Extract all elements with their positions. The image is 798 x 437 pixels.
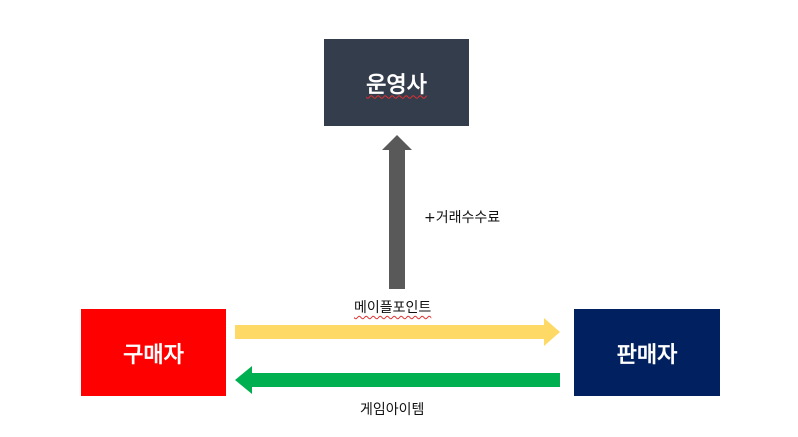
operator-label: 운영사 [366, 72, 427, 98]
seller-label: 판매자 [616, 342, 678, 368]
buyer-node: 구매자 [81, 309, 226, 396]
points-arrow [235, 318, 560, 346]
fee-label: +거래수수료 [424, 210, 501, 226]
seller-node: 판매자 [574, 309, 720, 396]
buyer-label: 구매자 [123, 342, 184, 368]
fee-arrow [382, 135, 412, 289]
operator-node: 운영사 [324, 39, 469, 126]
items-label: 게임아이템 [360, 402, 425, 418]
points-label: 메이플포인트 [354, 300, 432, 316]
items-arrow [235, 366, 560, 394]
